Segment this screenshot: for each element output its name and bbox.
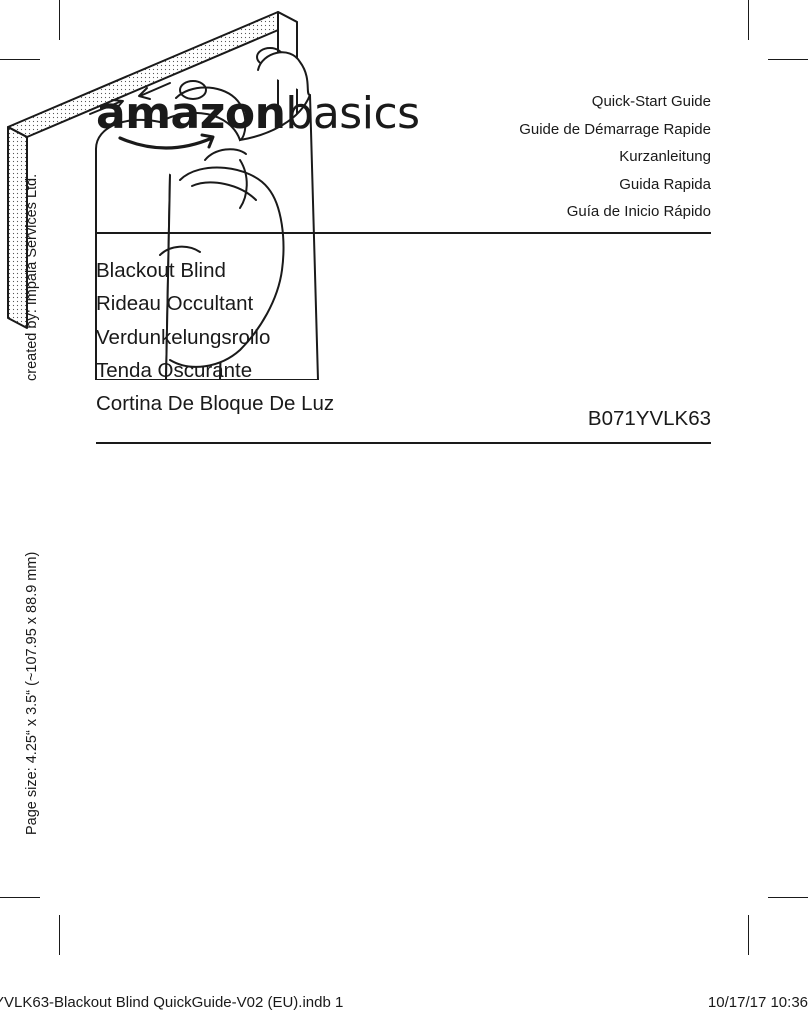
board-front-face xyxy=(7,126,28,329)
logo-bold-text: amazon xyxy=(96,88,286,139)
logo-smile-icon xyxy=(118,133,215,150)
footer-filename: YVLK63-Blackout Blind QuickGuide-V02 (EU… xyxy=(0,994,344,1011)
logo-light-text: basics xyxy=(285,88,420,139)
guide-title: Kurzanleitung xyxy=(619,148,711,165)
crop-mark xyxy=(768,897,808,898)
crop-mark xyxy=(748,915,749,955)
product-title: Verdunkelungsrollo xyxy=(96,325,271,349)
creator-credit: created by: Impala Services Ltd. xyxy=(24,173,40,381)
blind-illustration xyxy=(7,11,319,381)
guide-title: Quick-Start Guide xyxy=(591,93,711,110)
product-title: Blackout Blind xyxy=(96,259,226,282)
crop-mark xyxy=(748,0,749,40)
product-title: Rideau Occultant xyxy=(96,292,254,316)
page-size-note: Page size: 4.25“ x 3.5“ (~107.95 x 88.9 … xyxy=(24,551,40,835)
guide-title: Guide de Démarrage Rapide xyxy=(519,120,711,138)
brand-logo: amazonbasics xyxy=(96,92,420,136)
model-number: B071YVLK63 xyxy=(587,407,711,430)
crop-mark xyxy=(768,59,808,60)
product-title-list: Blackout Blind Rideau Occultant Verdunke… xyxy=(96,257,334,423)
product-title: Tenda Oscurante xyxy=(96,358,253,382)
guide-language-list: Quick-Start Guide Guide de Démarrage Rap… xyxy=(519,92,711,230)
divider-bottom xyxy=(96,442,711,444)
crop-mark xyxy=(0,897,40,898)
divider-top xyxy=(96,232,711,234)
product-title: Cortina De Bloque De Luz xyxy=(96,392,335,416)
crop-mark xyxy=(0,59,40,60)
guide-title: Guía de Inicio Rápido xyxy=(566,203,711,220)
guide-title: Guida Rapida xyxy=(619,175,711,193)
footer-datetime: 10/17/17 10:36 xyxy=(707,994,808,1011)
crop-mark xyxy=(59,0,60,40)
crop-mark xyxy=(59,915,60,955)
